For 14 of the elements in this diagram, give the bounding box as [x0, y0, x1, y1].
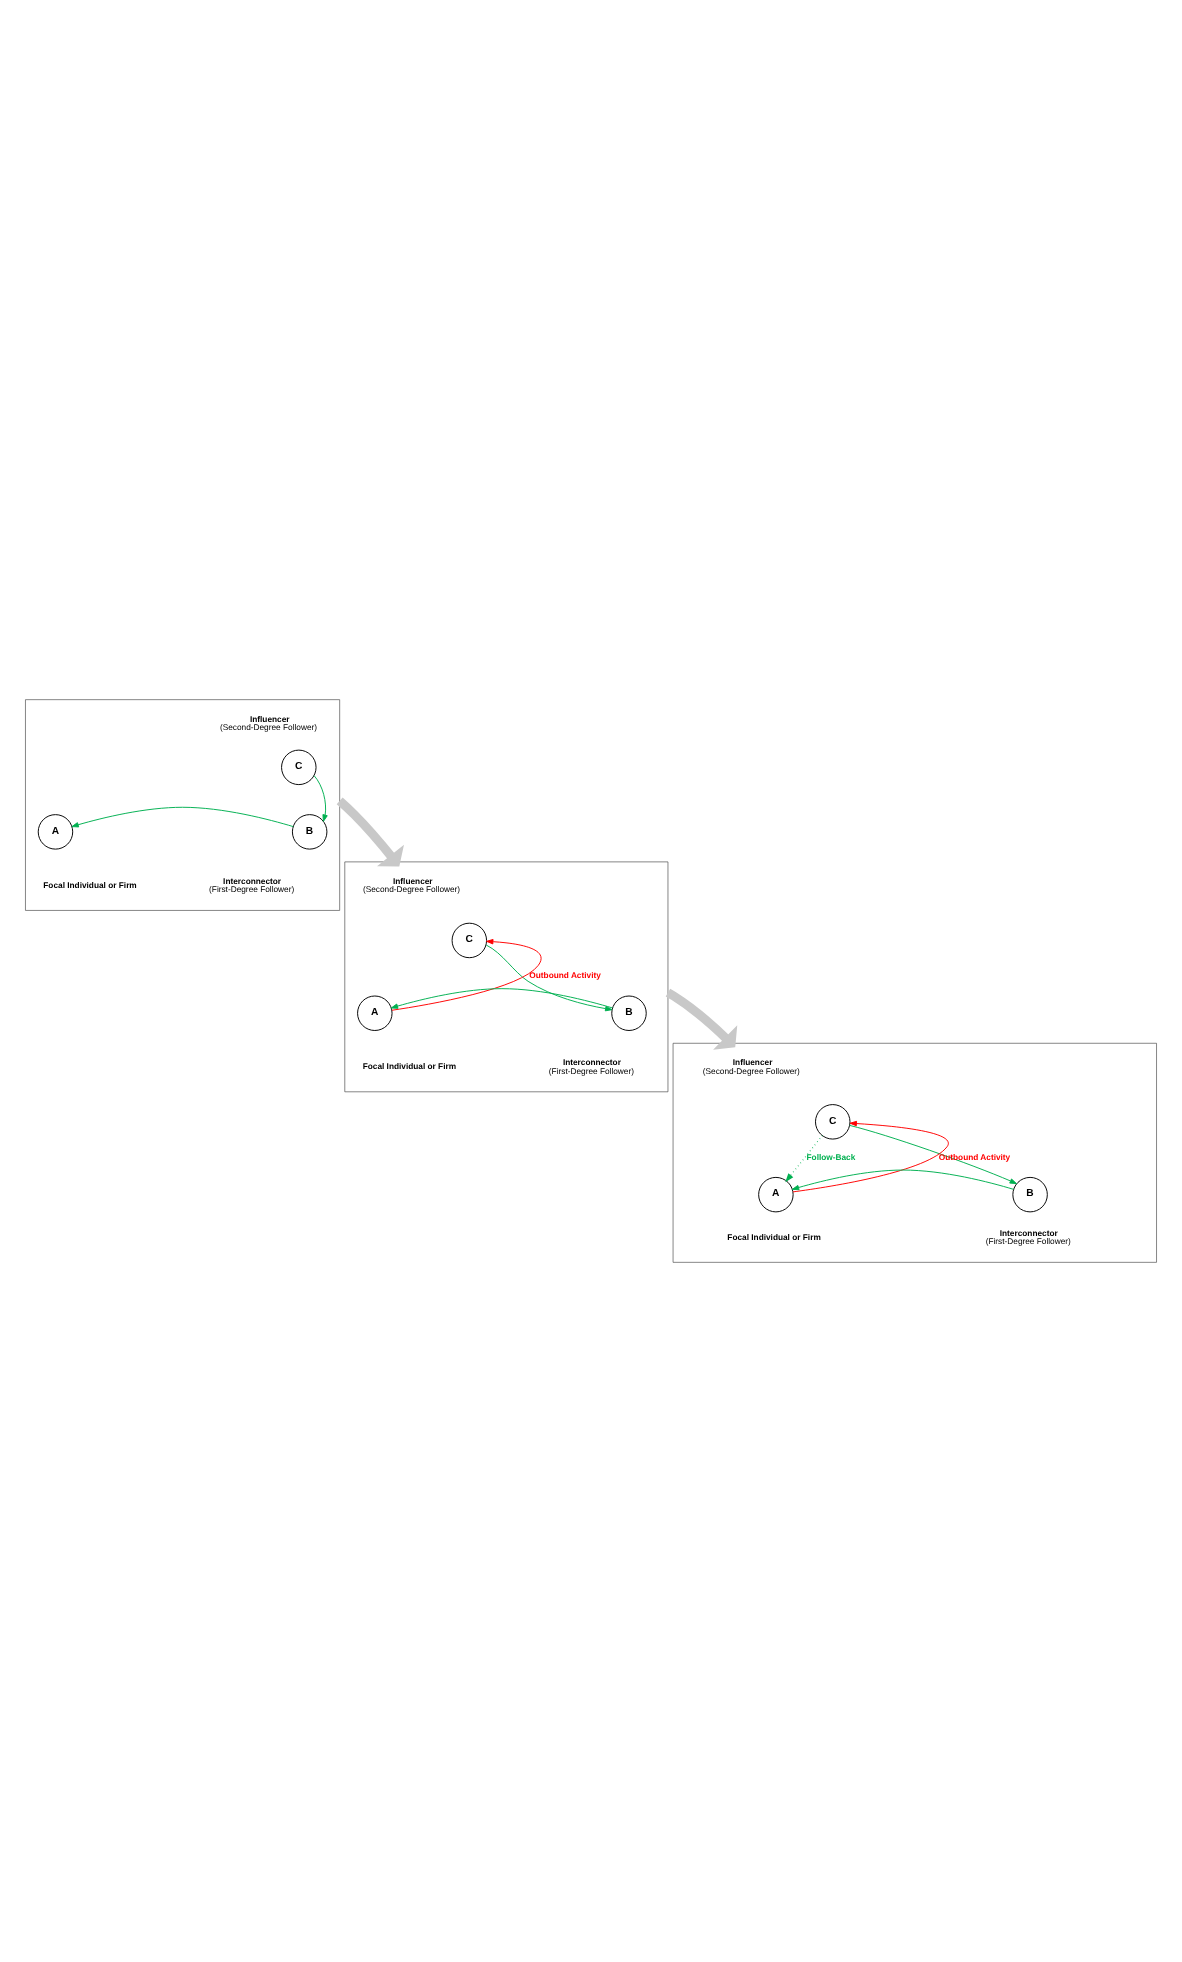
arrow — [791, 1169, 1015, 1191]
arrow — [391, 938, 542, 1011]
arrow — [785, 1134, 823, 1183]
arrow — [849, 1124, 1017, 1185]
arrow — [665, 988, 738, 1050]
arrow — [792, 1120, 949, 1193]
cluster — [672, 1042, 1157, 1263]
arrow — [390, 988, 613, 1009]
arrow — [313, 775, 328, 822]
arrow — [336, 797, 404, 867]
cluster — [344, 861, 669, 1093]
cluster — [25, 699, 340, 911]
arrow — [71, 806, 294, 828]
arrow — [485, 944, 613, 1012]
